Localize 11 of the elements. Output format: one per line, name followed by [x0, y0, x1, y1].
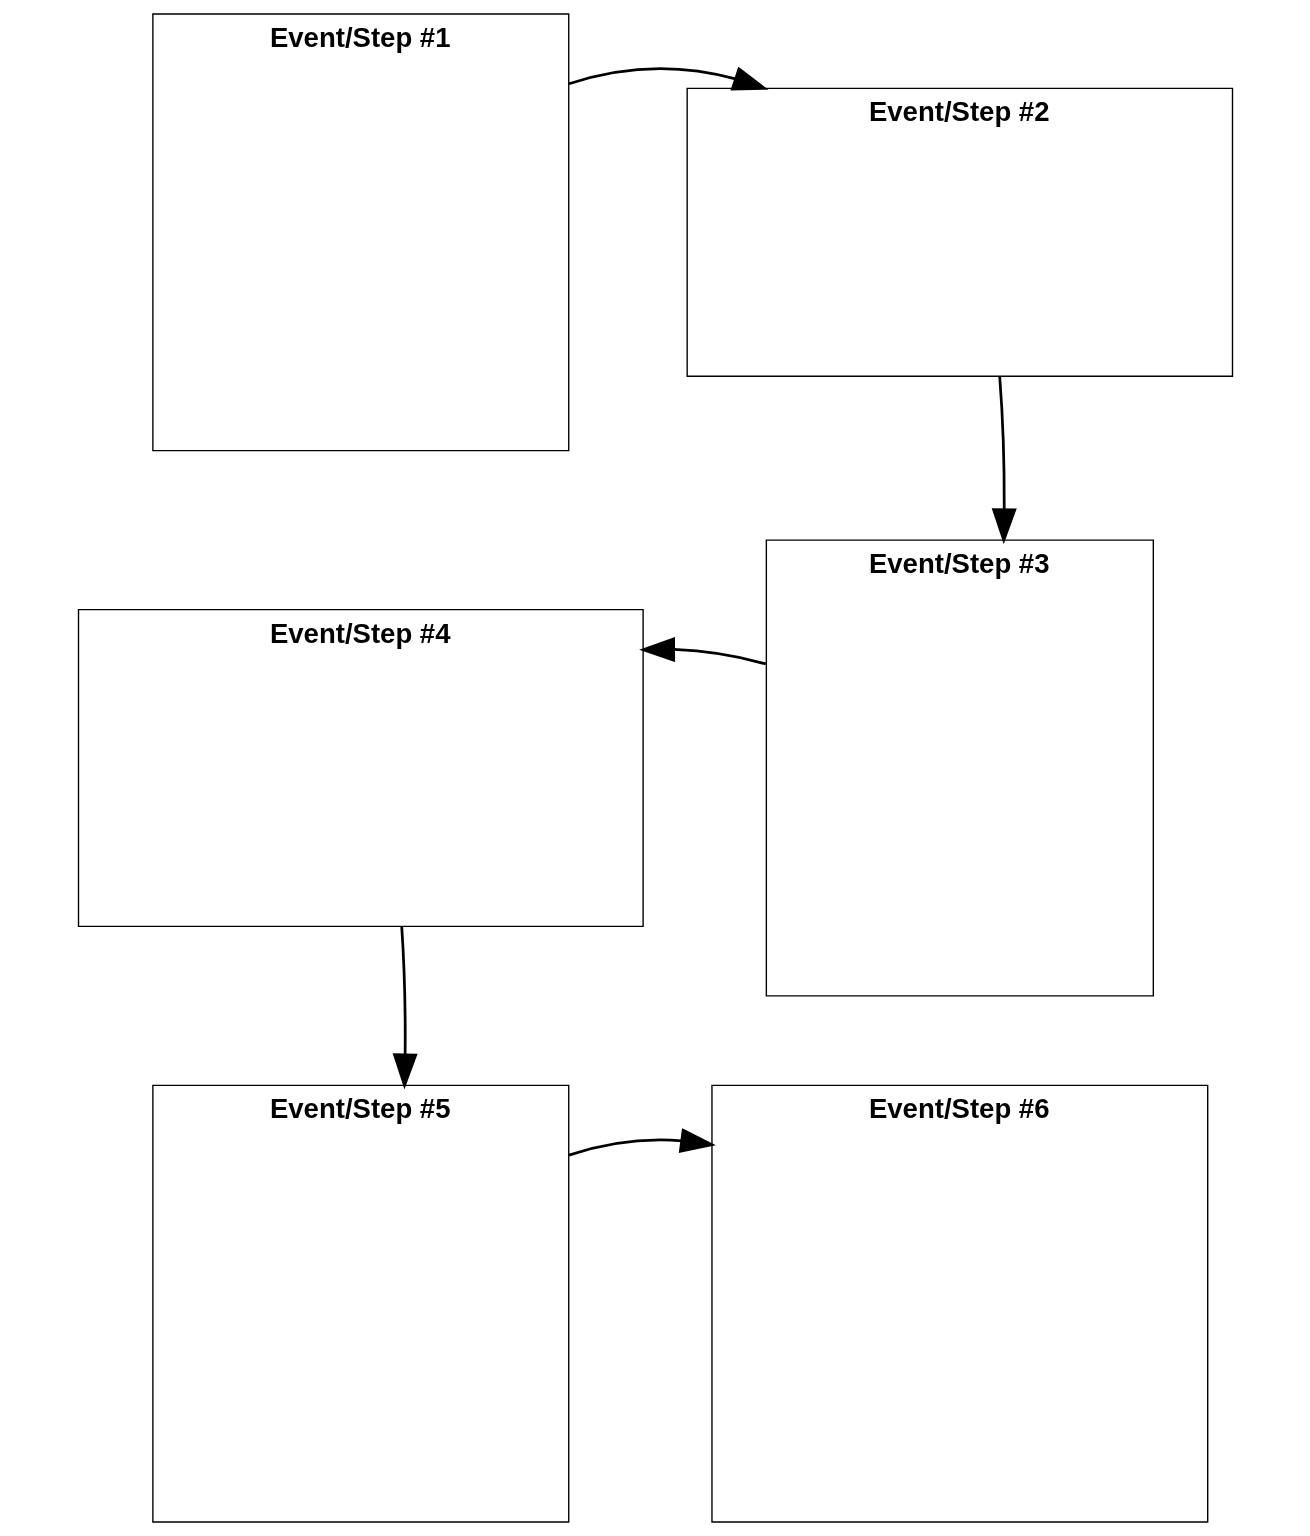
node-box: Event/Step #5: [151, 1084, 569, 1523]
node-box: Event/Step #3: [765, 539, 1154, 997]
node-box: Event/Step #4: [77, 608, 644, 928]
node-box: Event/Step #2: [685, 87, 1233, 377]
node-box: Event/Step #6: [710, 1084, 1208, 1523]
arrow: [392, 926, 418, 1090]
arrow: [991, 376, 1017, 545]
arrow: [638, 636, 766, 666]
node-box: Event/Step #1: [151, 13, 569, 452]
arrow: [568, 1128, 716, 1157]
arrow: [568, 66, 768, 91]
